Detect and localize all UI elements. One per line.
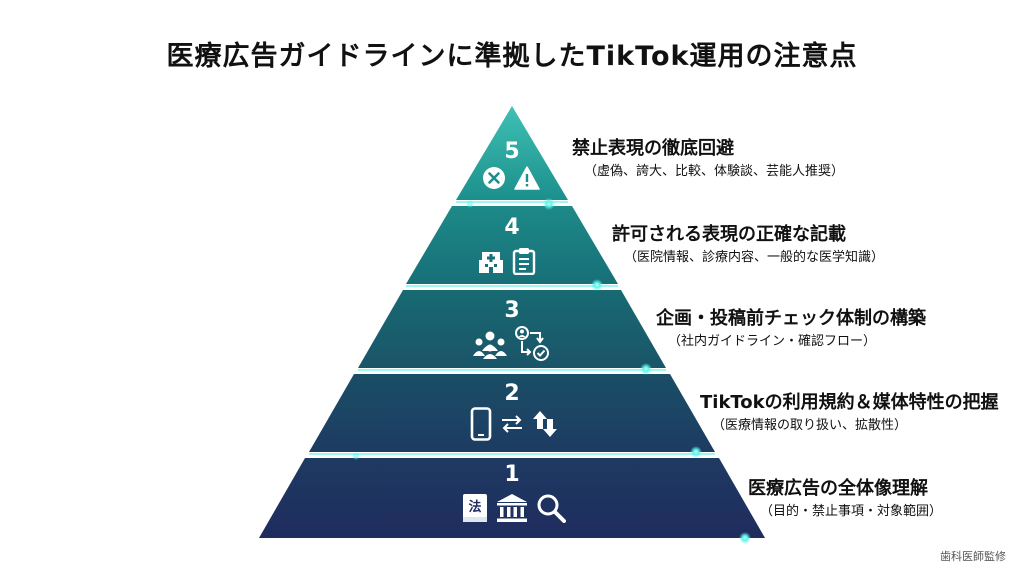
glow-dot xyxy=(690,446,702,458)
tier-4-number: 4 xyxy=(504,215,520,240)
tier-3-heading: 企画・投稿前チェック体制の構築 xyxy=(656,308,926,329)
smartphone-icon xyxy=(470,407,492,441)
tier-3-subtext: （社内ガイドライン・確認フロー） xyxy=(668,334,877,349)
tier-5-label: 禁止表現の徹底回避 （虚偽、誇大、比較、体験談、芸能人推奨） xyxy=(572,136,844,182)
exchange-icon xyxy=(502,415,522,433)
tier-4-subtext: （医院情報、診療内容、一般的な医学知識） xyxy=(624,250,885,265)
tier-4-label: 許可される表現の正確な記載 （医院情報、診療内容、一般的な医学知識） xyxy=(612,222,884,268)
team-icon xyxy=(473,331,507,359)
supervision-note: 歯科医師監修 xyxy=(940,550,1006,563)
tier-5-number: 5 xyxy=(504,139,520,164)
tier-2-number: 2 xyxy=(504,381,520,406)
tier-2-heading: TikTokの利用規約＆媒体特性の把握 xyxy=(700,392,999,413)
tier-3-band xyxy=(358,290,666,368)
tier-5-heading: 禁止表現の徹底回避 xyxy=(572,138,734,159)
glow-dot xyxy=(739,532,751,544)
tier-5-icons xyxy=(482,166,540,190)
approval-flow-icon xyxy=(515,326,549,361)
page-title: 医療広告ガイドラインに準拠したTikTok運用の注意点 xyxy=(166,41,858,72)
warning-icon xyxy=(514,166,540,190)
close-circle-icon xyxy=(483,167,505,189)
tier-1-number: 1 xyxy=(504,462,520,487)
tier-1-heading: 医療広告の全体像理解 xyxy=(748,478,928,499)
tier-1-subtext: （目的・禁止事項・対象範囲） xyxy=(760,504,943,519)
hospital-icon xyxy=(479,252,503,273)
tier-2-band xyxy=(309,374,715,452)
law-book-glyph: 法 xyxy=(468,500,482,515)
glow-dot xyxy=(352,452,360,460)
tier-1-label: 医療広告の全体像理解 （目的・禁止事項・対象範囲） xyxy=(748,476,942,522)
tier-4-icons xyxy=(478,247,536,275)
sort-arrows-icon xyxy=(533,411,557,437)
law-book-icon: 法 xyxy=(462,493,488,523)
glow-dot xyxy=(466,200,474,208)
glow-dot xyxy=(591,279,603,291)
glow-dot xyxy=(543,198,555,210)
tier-4-heading: 許可される表現の正確な記載 xyxy=(612,224,846,245)
tier-3-number: 3 xyxy=(504,298,520,323)
tier-2-icons xyxy=(470,407,558,441)
tier-3-label: 企画・投稿前チェック体制の構築 （社内ガイドライン・確認フロー） xyxy=(656,306,926,352)
tier-3-icons xyxy=(473,326,549,362)
search-icon xyxy=(537,494,566,523)
glow-dot xyxy=(640,363,652,375)
clipboard-icon xyxy=(512,248,536,275)
tier-5-subtext: （虚偽、誇大、比較、体験談、芸能人推奨） xyxy=(584,164,845,179)
institution-icon xyxy=(497,494,527,522)
tier-2-subtext: （医療情報の取り扱い、拡散性） xyxy=(712,418,908,433)
tier-1-icons: 法 xyxy=(462,493,566,523)
tier-4-band xyxy=(406,206,618,284)
tier-2-label: TikTokの利用規約＆媒体特性の把握 （医療情報の取り扱い、拡散性） xyxy=(700,390,999,436)
